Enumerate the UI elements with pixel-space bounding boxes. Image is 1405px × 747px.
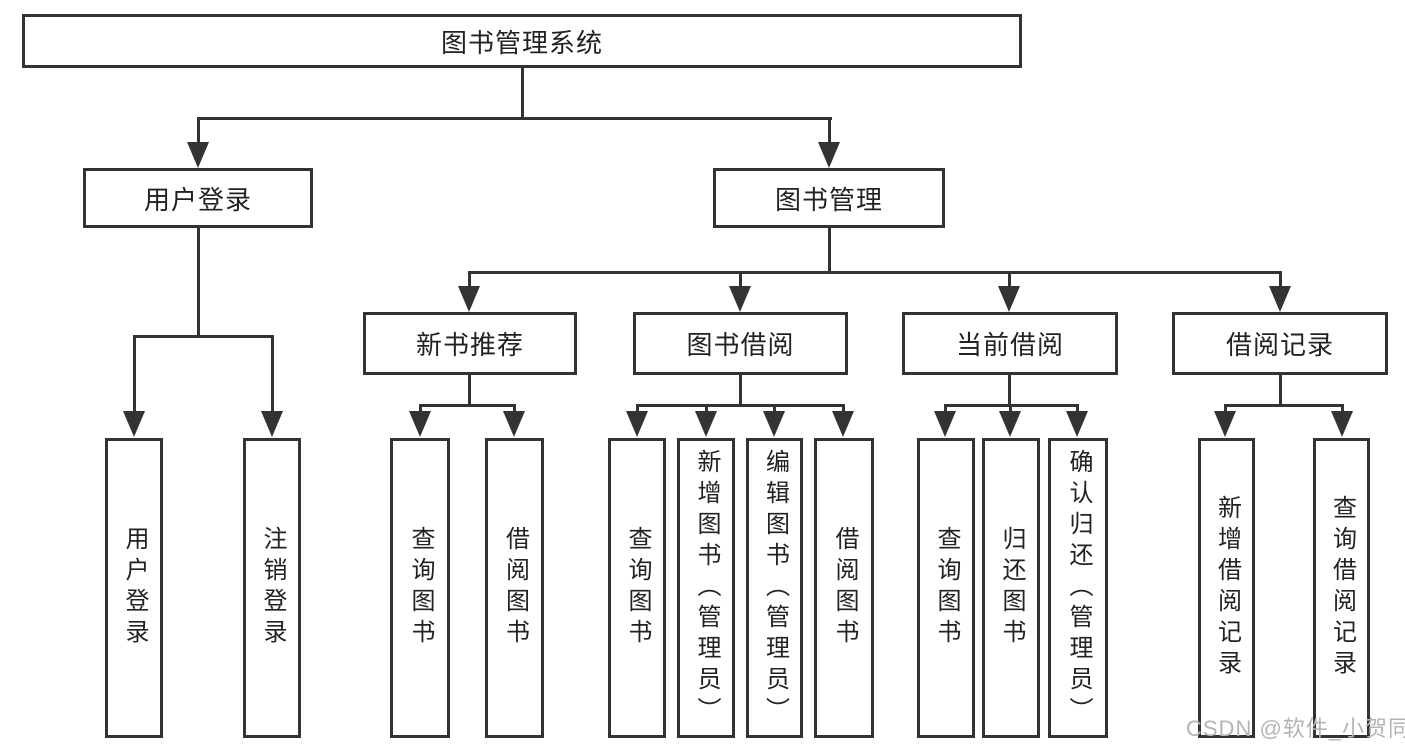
arrowhead-bor-search — [626, 411, 648, 437]
connector-rec-query-stem — [1341, 404, 1344, 414]
connector-book-borrow-splitter — [636, 404, 845, 407]
watermark: CSDN @软件_小贺同学 — [1186, 716, 1405, 741]
arrowhead-logout-leaf — [261, 411, 283, 437]
arrowhead-borrow-records — [1269, 286, 1291, 312]
arrowhead-cur-search — [934, 411, 956, 437]
leaf-recommend-borrow-book: 借阅图书 — [485, 438, 544, 738]
node-root: 图书管理系统 — [22, 14, 1022, 68]
arrowhead-rec-search — [409, 411, 431, 437]
leaf-borrow-borrow-book: 借阅图书 — [814, 438, 874, 738]
connector-bor-add-stem — [705, 404, 708, 414]
arrowhead-user-login — [187, 142, 209, 168]
arrowhead-current-borrow — [998, 286, 1020, 312]
connector-new-rec-stem — [468, 271, 471, 291]
connector-user-login-down — [197, 228, 200, 338]
node-borrow-records: 借阅记录 — [1172, 312, 1388, 375]
node-current-borrow: 当前借阅 — [902, 312, 1118, 375]
node-book-borrow: 图书借阅 — [633, 312, 848, 375]
connector-bor-search-stem — [636, 404, 639, 414]
leaf-user-login: 用户登录 — [105, 438, 163, 738]
arrowhead-bor-borrow — [832, 411, 854, 437]
connector-cur-confirm-stem — [1076, 404, 1079, 414]
leaf-logout: 注销登录 — [243, 438, 301, 738]
leaf-borrow-search-book: 查询图书 — [608, 438, 666, 738]
leaf-current-return-book: 归还图书 — [982, 438, 1040, 738]
leaf-recommend-search-book: 查询图书 — [390, 438, 450, 738]
connector-book-borrow-down — [739, 375, 742, 407]
connector-login-leaf-stem — [133, 335, 136, 413]
leaf-borrow-add-book-admin: 新增图书（管理员） — [677, 438, 735, 738]
connector-borrow-records-stem — [1279, 271, 1282, 291]
leaf-records-search-record: 查询借阅记录 — [1313, 438, 1370, 738]
arrowhead-rec-add — [1214, 411, 1236, 437]
connector-current-borrow-stem — [1008, 271, 1011, 291]
leaf-current-confirm-return-admin: 确认归还（管理员） — [1048, 438, 1108, 738]
arrowhead-cur-return — [999, 411, 1021, 437]
connector-new-rec-splitter — [419, 404, 516, 407]
arrowhead-cur-confirm — [1066, 411, 1088, 437]
connector-level1-splitter — [197, 117, 832, 120]
connector-current-down — [1008, 375, 1011, 407]
arrowhead-book-borrow — [729, 286, 751, 312]
leaf-current-search-book: 查询图书 — [917, 438, 975, 738]
connector-records-down — [1279, 375, 1282, 407]
connector-cur-return-stem — [1009, 404, 1012, 414]
connector-user-login-stem — [197, 117, 200, 147]
arrowhead-bor-edit — [763, 411, 785, 437]
node-book-management: 图书管理 — [713, 168, 945, 228]
connector-root-stem — [521, 66, 524, 118]
connector-logout-leaf-stem — [271, 335, 274, 413]
arrowhead-bor-add — [695, 411, 717, 437]
connector-records-splitter — [1224, 404, 1343, 407]
arrowhead-book-mgmt — [818, 142, 840, 168]
arrowhead-login-leaf — [123, 411, 145, 437]
leaf-records-add-record: 新增借阅记录 — [1198, 438, 1255, 738]
connector-level2-splitter — [468, 271, 1282, 274]
connector-book-mgmt-stem — [828, 117, 831, 147]
leaf-borrow-edit-book-admin: 编辑图书（管理员） — [746, 438, 803, 738]
connector-bor-edit-stem — [773, 404, 776, 414]
connector-cur-search-stem — [944, 404, 947, 414]
connector-book-borrow-stem — [739, 271, 742, 291]
node-user-login: 用户登录 — [83, 168, 313, 228]
arrowhead-rec-query — [1331, 411, 1353, 437]
connector-bor-borrow-stem — [842, 404, 845, 414]
connector-user-login-splitter — [133, 335, 274, 338]
connector-new-rec-down — [468, 375, 471, 407]
arrowhead-rec-borrow — [503, 411, 525, 437]
connector-rec-borrow-stem — [513, 404, 516, 414]
connector-rec-search-stem — [419, 404, 422, 414]
arrowhead-new-rec — [458, 286, 480, 312]
node-new-book-recommend: 新书推荐 — [363, 312, 577, 375]
connector-rec-add-stem — [1224, 404, 1227, 414]
connector-book-mgmt-down — [828, 228, 831, 274]
